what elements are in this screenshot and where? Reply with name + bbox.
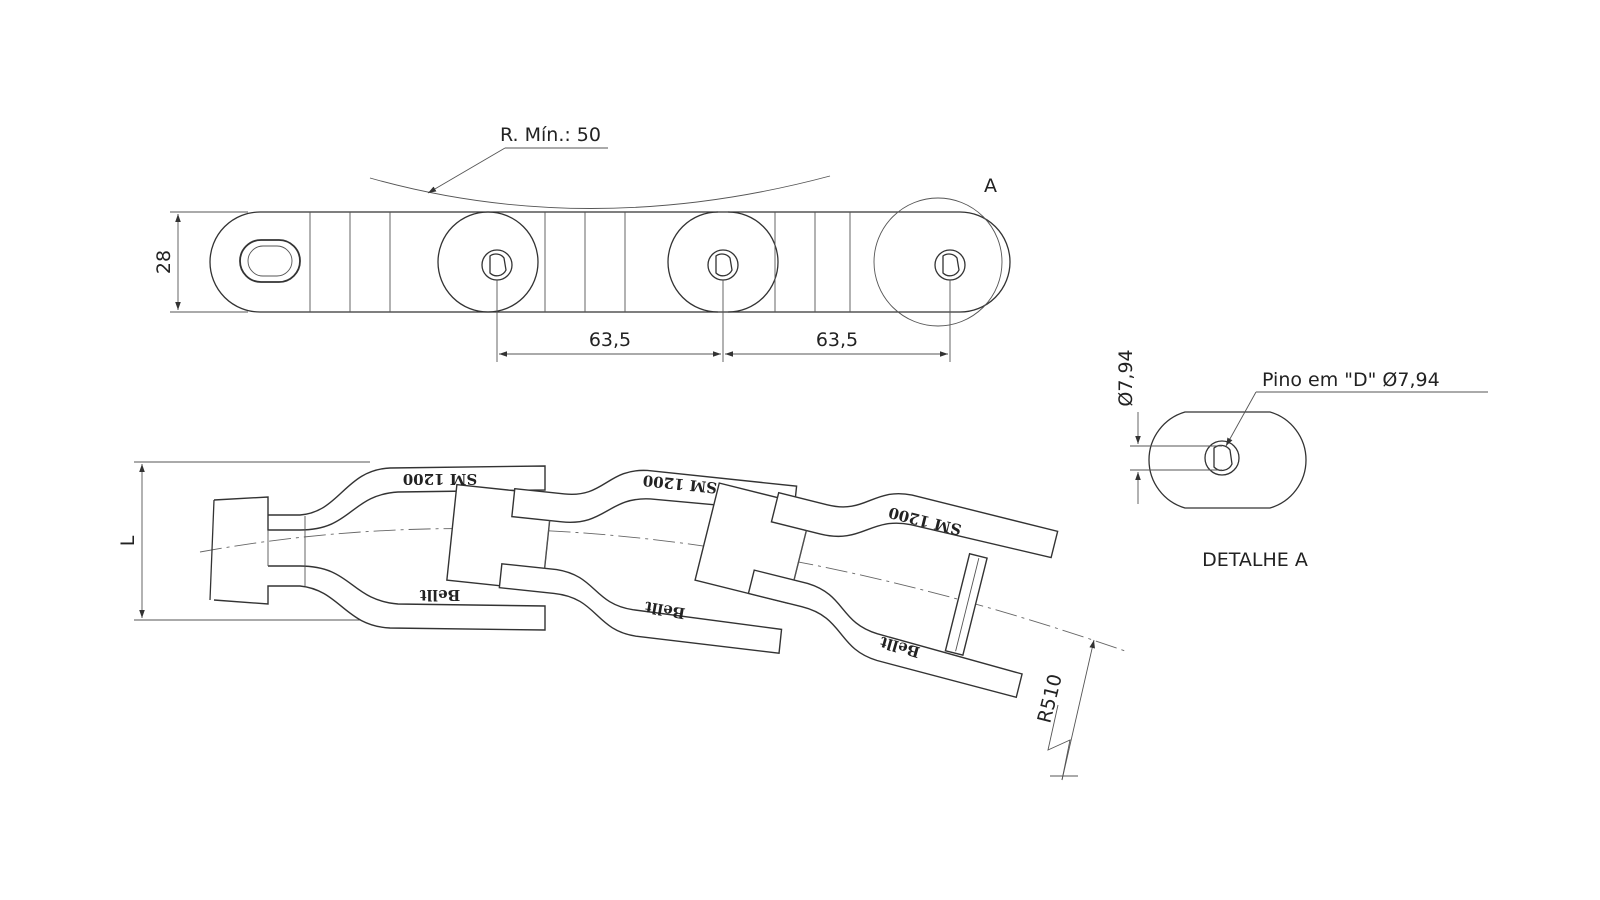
- chain-centerline: [199, 528, 1129, 653]
- slot-hole-inner: [247, 245, 293, 277]
- chain-outline: [209, 211, 1011, 313]
- body-segment-lines: [309, 212, 851, 312]
- link-end-round-2: [487, 211, 539, 313]
- pitch-dim-label-1: 63,5: [589, 329, 631, 351]
- pin-hole-1: [481, 249, 513, 281]
- pin-leader: [1225, 391, 1257, 447]
- detail-ref-label: A: [984, 175, 997, 197]
- side-view: L SM 1200 SM: [117, 461, 1129, 781]
- pin-hole-3: [934, 249, 966, 281]
- radius-leader: [427, 147, 506, 194]
- link-end-round-3: [727, 211, 779, 313]
- radius-510-dimension-line: [1061, 639, 1095, 781]
- side-link-1: [209, 465, 546, 631]
- detail-a-circle: [873, 197, 1003, 327]
- radius-510-label: R510: [1034, 672, 1067, 725]
- radius-label: R. Mín.: 50: [500, 124, 601, 146]
- plate-mark-4: Bellt: [420, 586, 461, 604]
- min-radius-arc: [369, 175, 831, 209]
- link-start-round-2: [437, 211, 489, 313]
- pin-hole-2: [707, 249, 739, 281]
- side-link-3: [694, 482, 1059, 699]
- height-dim-label: 28: [153, 250, 175, 274]
- diameter-dim-label: Ø7,94: [1115, 349, 1137, 406]
- slot-hole: [239, 239, 301, 283]
- pin-label: Pino em "D" Ø7,94: [1262, 369, 1440, 391]
- length-dim-label: L: [117, 535, 139, 546]
- detail-link-outline: [1148, 411, 1307, 509]
- pitch-dim-label-2: 63,5: [816, 329, 858, 351]
- detail-title: DETALHE A: [1202, 549, 1308, 571]
- radius-break-symbol: [1047, 704, 1071, 781]
- plate-mark-1: SM 1200: [403, 470, 477, 488]
- detail-a-view: Ø7,94 Pino em "D" Ø7,94 DETALHE A: [1115, 349, 1488, 571]
- top-view: R. Mín.: 50: [153, 124, 1011, 362]
- link-start-round-3: [667, 211, 719, 313]
